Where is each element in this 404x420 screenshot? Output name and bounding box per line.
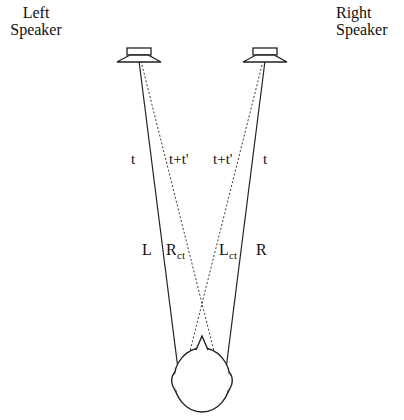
crosstalk-path-right	[182, 61, 263, 383]
time-label: t	[130, 152, 136, 167]
left-ear	[172, 372, 176, 392]
speaker-magnet	[253, 48, 277, 55]
speaker: Left Speaker	[0, 4, 175, 68]
speaker-name: Right Speaker	[336, 4, 402, 38]
signal-label: L	[141, 242, 153, 258]
right-ear	[228, 372, 232, 392]
time-label: t+t'	[168, 152, 190, 167]
speaker-magnet	[127, 48, 151, 55]
direct-path-right	[224, 61, 265, 385]
speaker-name: Left Speaker	[0, 4, 72, 38]
speaker-cone	[117, 55, 161, 62]
listener-head	[172, 336, 233, 412]
signal-label: R	[255, 242, 268, 258]
subscript-label: ct	[176, 250, 186, 261]
head-outline	[174, 348, 230, 412]
subscript-label: ct	[228, 250, 238, 261]
time-label: t	[262, 152, 268, 167]
speaker: Right Speaker	[230, 4, 404, 68]
direct-path-left	[139, 61, 180, 385]
time-label: t+t'	[212, 152, 234, 167]
speaker-cone	[243, 55, 287, 62]
crosstalk-path-left	[141, 61, 222, 383]
nose	[196, 336, 208, 350]
